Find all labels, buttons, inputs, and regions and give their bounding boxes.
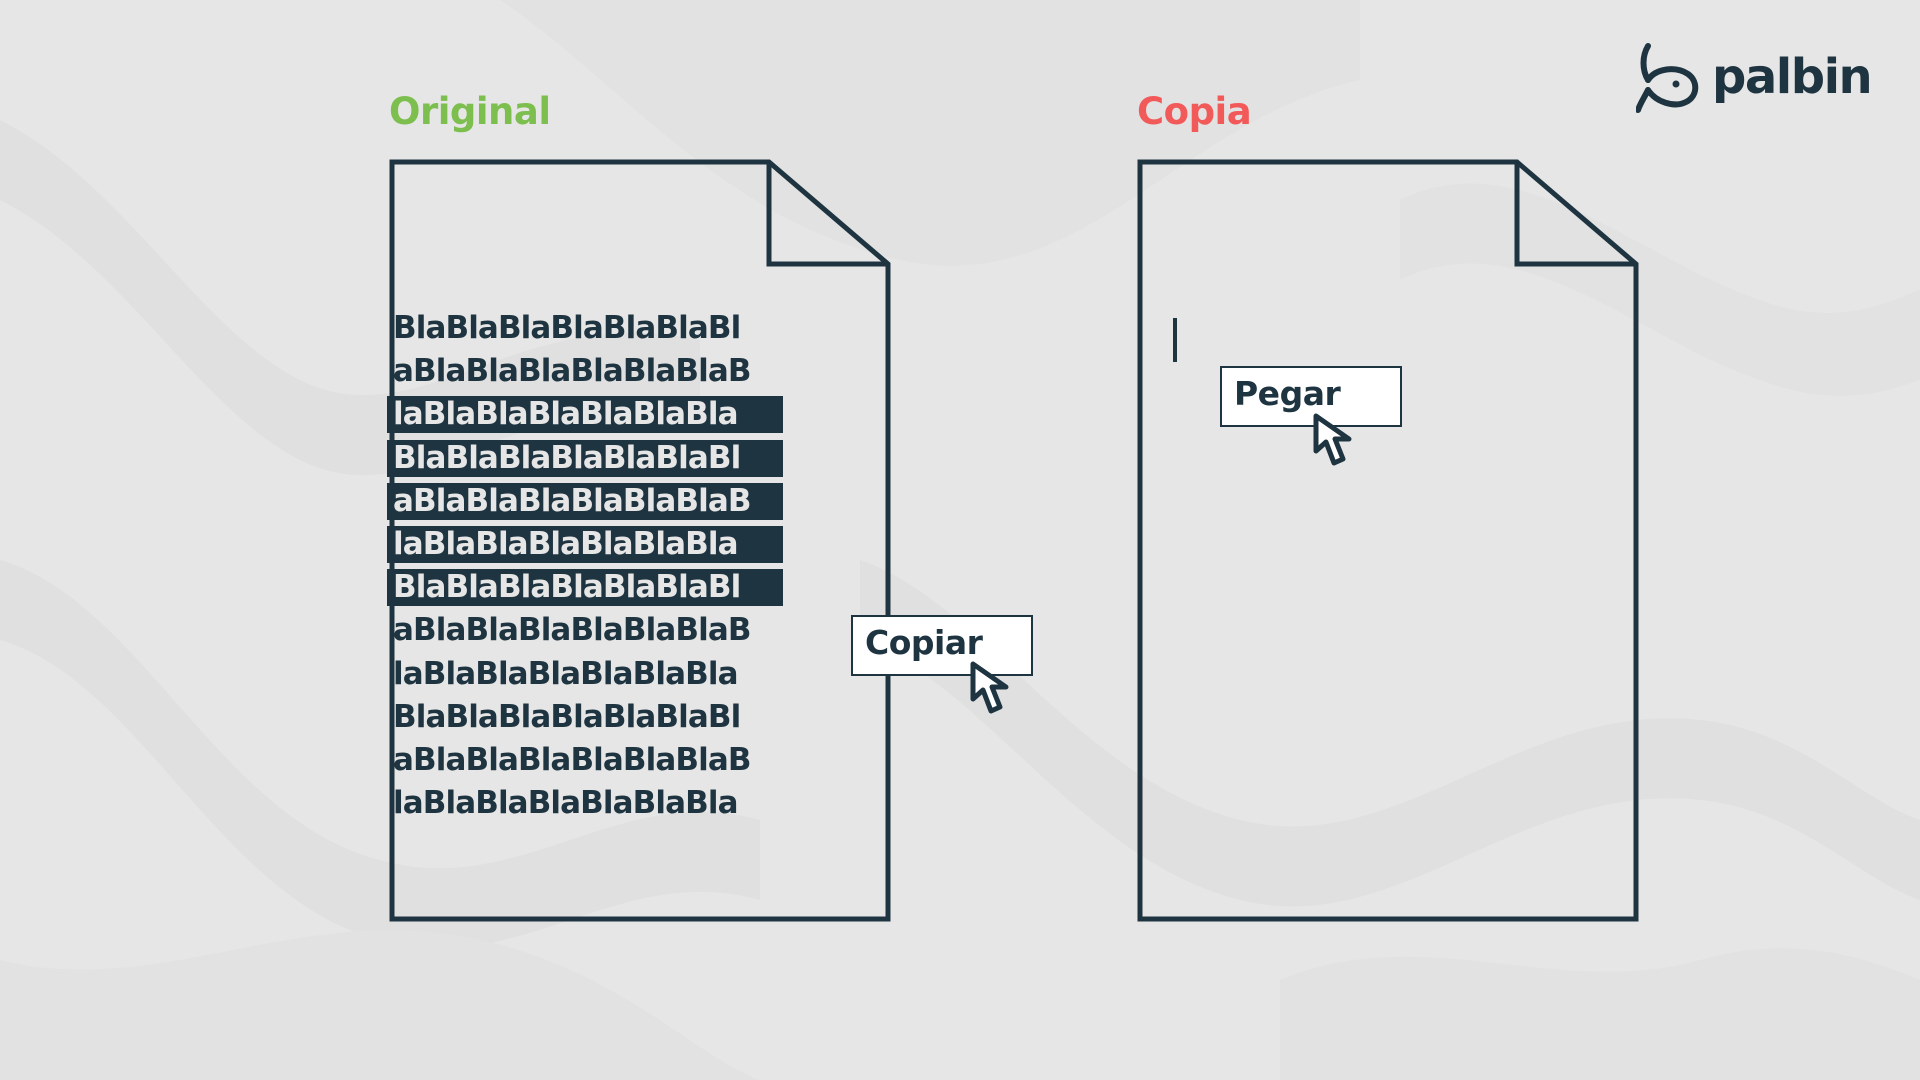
copia-title: Copia [1137, 90, 1252, 133]
arrow-cursor-icon [1313, 413, 1352, 466]
text-line: aBlaBlaBlaBlaBlaBlaB [393, 741, 751, 778]
selected-text-line: laBlaBlaBlaBlaBlaBla [387, 525, 783, 563]
document-icon [389, 159, 891, 922]
text-line: aBlaBlaBlaBlaBlaBlaB [393, 612, 751, 649]
original-document [389, 159, 891, 922]
copia-document [1137, 159, 1639, 922]
text-line: aBlaBlaBlaBlaBlaBlaB [393, 353, 751, 390]
selected-text-line: aBlaBlaBlaBlaBlaBlaB [387, 482, 783, 520]
palbin-logo: palbin [1636, 40, 1873, 114]
document-icon [1137, 159, 1639, 922]
text-line: BlaBlaBlaBlaBlaBlaBl [393, 310, 741, 346]
text-line: laBlaBlaBlaBlaBlaBla [393, 655, 738, 692]
palbin-bird-icon [1636, 43, 1699, 113]
text-line: BlaBlaBlaBlaBlaBlaBl [393, 698, 741, 735]
copy-menu-item[interactable]: Copiar [851, 615, 1033, 676]
text-line: laBlaBlaBlaBlaBlaBla [393, 785, 738, 822]
original-title: Original [389, 90, 551, 133]
selected-text-line: BlaBlaBlaBlaBlaBlaBl [387, 569, 783, 607]
paste-menu-item[interactable]: Pegar [1220, 366, 1402, 427]
original-text-block[interactable]: BlaBlaBlaBlaBlaBlaBl aBlaBlaBlaBlaBlaBla… [387, 310, 847, 828]
selected-text-line: BlaBlaBlaBlaBlaBlaBl [387, 439, 783, 477]
arrow-cursor-icon [970, 661, 1009, 714]
text-caret-icon [1173, 318, 1177, 362]
selected-text-line: laBlaBlaBlaBlaBlaBla [387, 396, 783, 434]
brand-name: palbin [1712, 49, 1873, 105]
